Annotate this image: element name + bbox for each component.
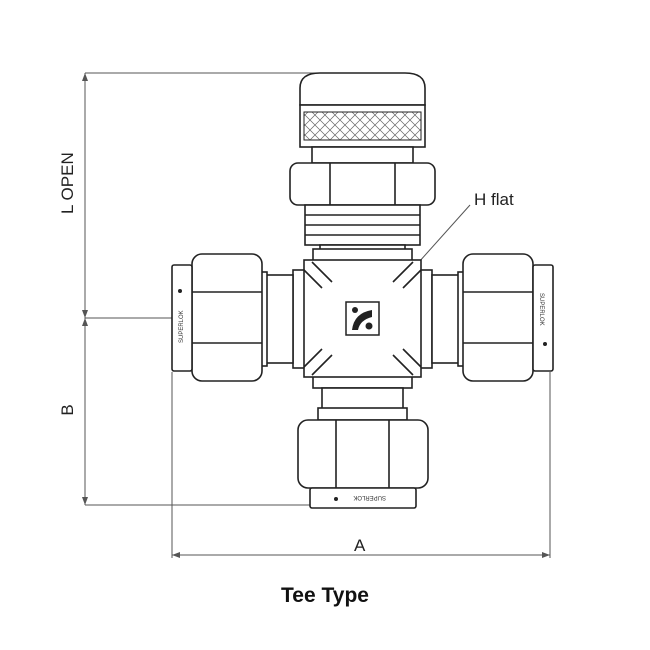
dimension-label-a: A (354, 536, 366, 555)
brand-marking-left: SUPERLOK (179, 310, 185, 343)
dimension-label-l-open: L OPEN (58, 152, 77, 214)
top-valve-handle (289, 72, 436, 252)
cross-body (292, 248, 433, 389)
bottom-fitting: SUPERLOK (297, 387, 429, 509)
right-fitting: SUPERLOK (431, 253, 554, 382)
superlok-logo (345, 301, 380, 336)
brand-marking-right: SUPERLOK (538, 293, 544, 326)
dimension-lines (82, 72, 551, 558)
dimension-label-h-flat: H flat (474, 190, 514, 209)
left-fitting: SUPERLOK (171, 253, 294, 382)
brand-marking-bottom: SUPERLOK (353, 494, 386, 500)
dimension-label-b: B (58, 404, 77, 416)
diagram-title: Tee Type (281, 584, 369, 607)
